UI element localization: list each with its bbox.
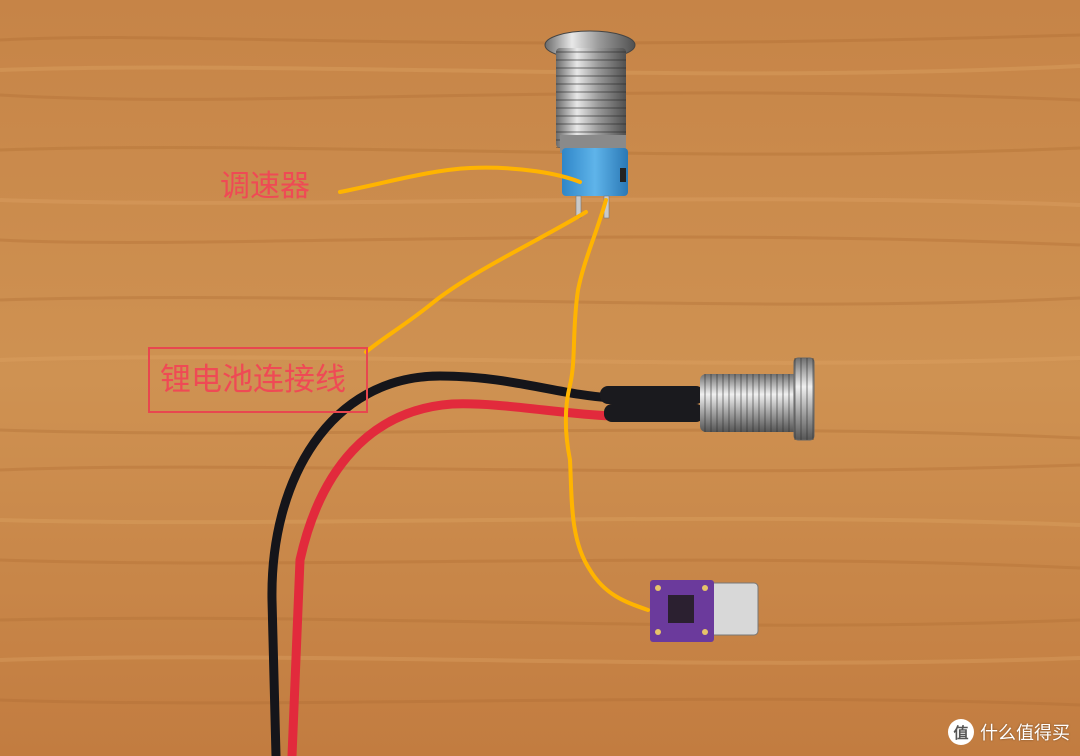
black-wire	[267, 371, 617, 756]
guide-usb	[568, 458, 650, 612]
usb-c-board	[650, 580, 759, 642]
wood-grain-light	[0, 64, 1080, 665]
guide-battery-lower	[563, 198, 608, 462]
watermark-logo-icon: 值	[948, 719, 974, 745]
red-wire	[287, 399, 617, 756]
battery-label-frame	[148, 347, 368, 413]
wood-grain	[0, 33, 1080, 707]
guide-speed-controller	[338, 165, 582, 194]
speed-controller-label: 调速器	[220, 169, 310, 204]
watermark-text: 什么值得买	[980, 723, 1070, 744]
guide-lines	[338, 165, 650, 612]
battery-cable-label: 锂电池连接线	[160, 362, 346, 398]
heatshrink-top	[600, 386, 704, 404]
watermark: 值 什么值得买	[948, 716, 1070, 748]
dc-jack	[700, 357, 815, 441]
speed-controller-switch	[544, 30, 636, 219]
guide-battery-upper	[364, 210, 588, 354]
heatshrink-bottom	[604, 404, 704, 422]
